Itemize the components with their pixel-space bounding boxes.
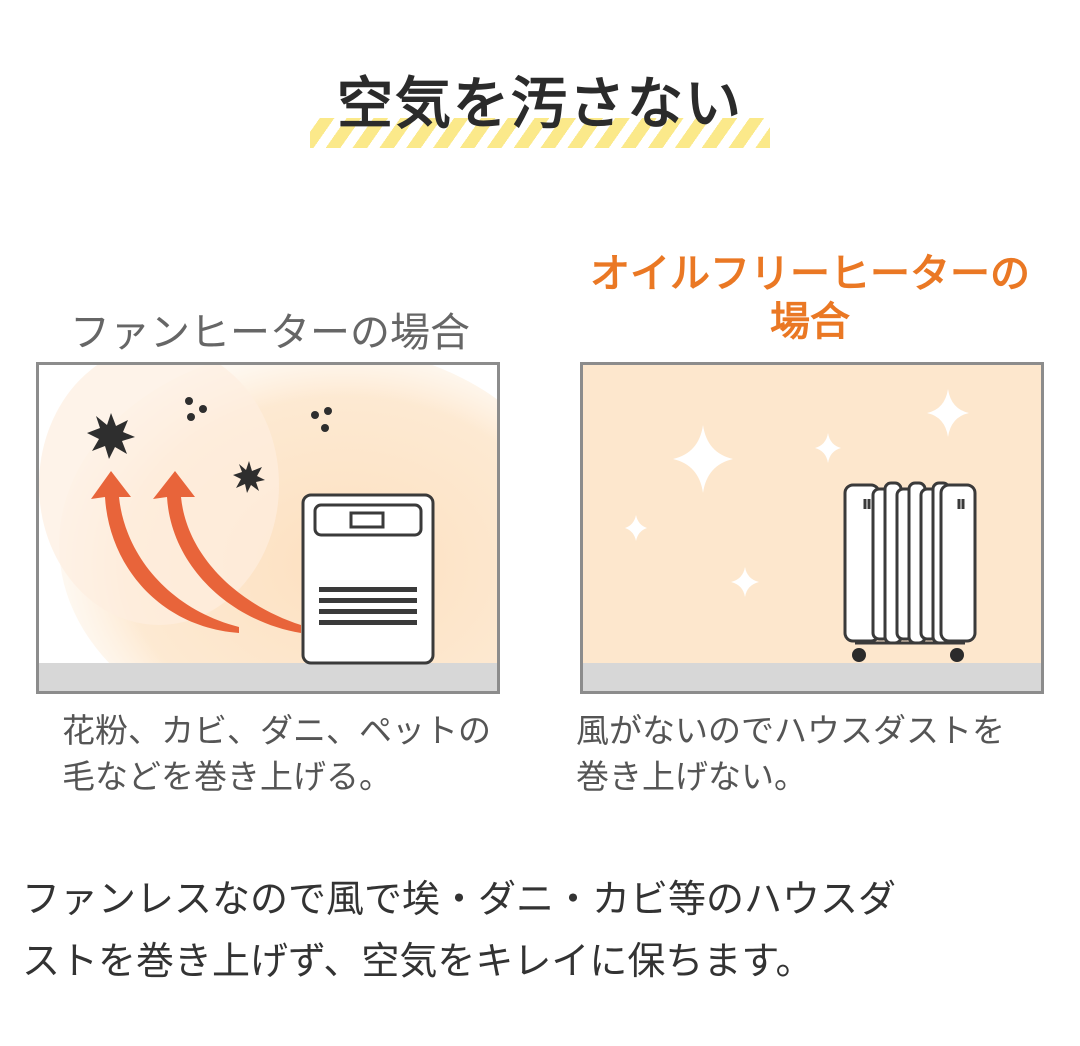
- title-text: 空気を汚さない: [337, 72, 743, 137]
- oil-free-caption-line1: 風がないのでハウスダストを: [576, 711, 1005, 750]
- fan-heater-illustration: [36, 362, 500, 694]
- oil-free-heater-caption: 風がないのでハウスダストを 巻き上げない。: [576, 708, 1056, 800]
- sparkle-icon: [625, 389, 969, 597]
- fan-heater-caption: 花粉、カビ、ダニ、ペットの 毛などを巻き上げる。: [62, 708, 502, 800]
- heater-wheels: [852, 648, 964, 662]
- oil-free-heading-line1: オイルフリーヒーターの: [590, 251, 1030, 297]
- fan-heater-caption-line1: 花粉、カビ、ダニ、ペットの: [62, 711, 491, 750]
- rising-air-arrow-icon: [91, 471, 301, 633]
- dust-particle-small-icon: [233, 461, 265, 493]
- oil-free-heater-illustration: [580, 362, 1044, 694]
- floor: [39, 663, 497, 691]
- dust-dots-icon: [185, 397, 332, 432]
- section-title: 空気を汚さない: [310, 66, 770, 156]
- fan-heater-caption-line2: 毛などを巻き上げる。: [62, 757, 392, 796]
- oil-free-heading-line2: 場合: [770, 299, 850, 345]
- dust-particle-large-icon: [87, 413, 135, 459]
- floor: [583, 663, 1041, 691]
- oil-free-heater-icon: [843, 481, 977, 645]
- summary-text: ファンレスなので風で埃・ダニ・カビ等のハウスダ ストを巻き上げず、空気をキレイに…: [22, 868, 1062, 992]
- summary-line1: ファンレスなので風で埃・ダニ・カビ等のハウスダ: [22, 877, 897, 921]
- summary-line2: ストを巻き上げず、空気をキレイに保ちます。: [22, 939, 814, 983]
- fan-heater-icon: [301, 493, 435, 665]
- oil-free-caption-line2: 巻き上げない。: [576, 757, 807, 796]
- fan-heater-heading: ファンヒーターの場合: [70, 310, 470, 356]
- fan-heater-scene: [39, 365, 497, 691]
- oil-free-heater-scene: [583, 365, 1041, 691]
- title-highlight-stripe: [310, 118, 770, 148]
- oil-free-heater-heading: オイルフリーヒーターの 場合: [560, 250, 1060, 346]
